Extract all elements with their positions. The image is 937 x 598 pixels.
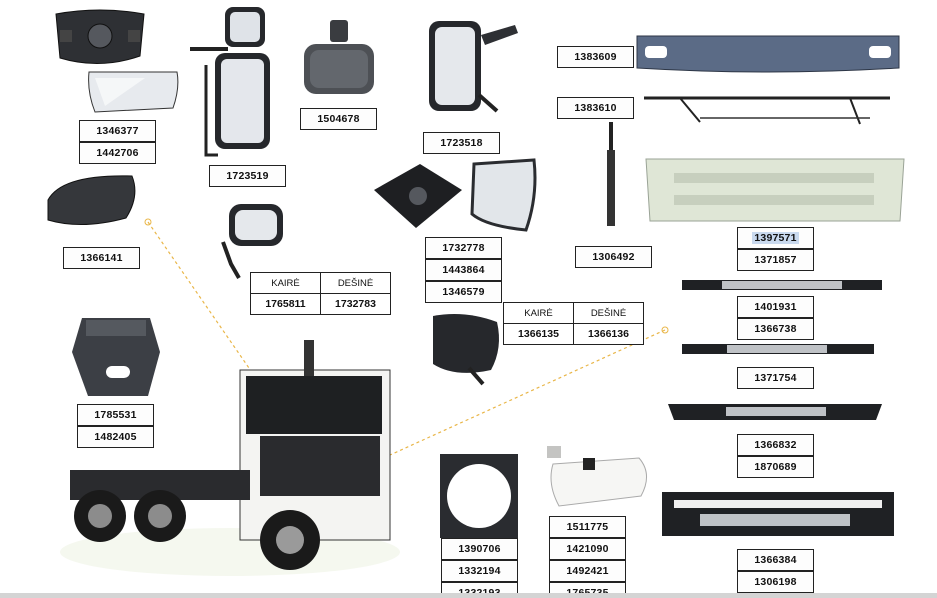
right-header: DEŠINĖ xyxy=(573,302,644,324)
part-number-label: 1785531 xyxy=(77,404,154,426)
part-number-label: 1371754 xyxy=(737,367,814,389)
left-header: KAIRĖ xyxy=(250,272,321,294)
highlighted-part-number: 1397571 xyxy=(752,232,799,244)
upper-front-panel-image xyxy=(636,35,900,73)
front-grille-image xyxy=(645,158,905,222)
part-number-label: 1346579 xyxy=(425,281,502,303)
mirror-back-plate-image xyxy=(55,9,145,64)
right-header: DEŠINĖ xyxy=(320,272,391,294)
part-number-label: 1366738 xyxy=(737,318,814,340)
right-part-number: 1366136 xyxy=(573,323,644,345)
mirror-housing-image xyxy=(433,314,499,386)
part-number-label: 1366141 xyxy=(63,247,140,269)
part-number-label: 1346377 xyxy=(79,120,156,142)
part-number-label: 1383609 xyxy=(557,46,634,68)
main-mirror-assembly-image xyxy=(190,7,270,157)
right-part-number: 1732783 xyxy=(320,293,391,315)
left-part-number: 1765811 xyxy=(250,293,321,315)
expansion-tank-image xyxy=(547,446,647,507)
truck-illustration xyxy=(60,340,400,576)
front-bumper-image xyxy=(662,492,894,536)
part-number-label: 1421090 xyxy=(549,538,626,560)
mirror-cover-image xyxy=(47,175,136,226)
bumper-grille-upper-image xyxy=(682,280,882,290)
part-number-label: 1482405 xyxy=(77,426,154,448)
part-number-label: 1371857 xyxy=(737,249,814,271)
part-number-label: 1383610 xyxy=(557,97,634,119)
mirror-mounting-plate-image xyxy=(374,164,462,228)
bumper-grille-lower-image xyxy=(668,404,882,420)
mirror-left-right-table: KAIRĖ DEŠINĖ 1765811 1732783 xyxy=(250,272,391,315)
mirror-glass-image xyxy=(88,71,179,113)
part-number-label: 1390706 xyxy=(441,538,518,560)
side-mirror-arm-image xyxy=(429,21,518,113)
wide-angle-mirror-image xyxy=(221,204,283,279)
bottom-divider xyxy=(0,593,937,598)
part-number-label: 1332194 xyxy=(441,560,518,582)
part-number-label: 1723519 xyxy=(209,165,286,187)
part-number-label: 1504678 xyxy=(300,108,377,130)
fan-shroud-image xyxy=(440,454,518,538)
mirror-glass-square-image xyxy=(470,158,537,232)
mirror-housing-left-right-table: KAIRĖ DEŠINĖ 1366135 1366136 xyxy=(503,302,644,345)
kerb-mirror-image xyxy=(304,20,374,94)
part-number-label: 1366384 xyxy=(737,549,814,571)
bumper-grille-middle-image xyxy=(682,344,874,354)
part-number-label: 1443864 xyxy=(425,259,502,281)
part-number-label: 1870689 xyxy=(737,456,814,478)
part-number-label-highlighted: 1397571 xyxy=(737,227,814,249)
gas-spring-image xyxy=(607,122,615,226)
left-part-number: 1366135 xyxy=(503,323,574,345)
part-number-label: 1306492 xyxy=(575,246,652,268)
part-number-label: 1366832 xyxy=(737,434,814,456)
left-header: KAIRĖ xyxy=(503,302,574,324)
part-number-label: 1723518 xyxy=(423,132,500,154)
step-panel-image xyxy=(72,318,160,396)
part-number-label: 1511775 xyxy=(549,516,626,538)
part-number-label: 1732778 xyxy=(425,237,502,259)
part-number-label: 1442706 xyxy=(79,142,156,164)
part-number-label: 1306198 xyxy=(737,571,814,593)
part-number-label: 1401931 xyxy=(737,296,814,318)
part-number-label: 1492421 xyxy=(549,560,626,582)
grille-frame-image xyxy=(644,96,890,125)
